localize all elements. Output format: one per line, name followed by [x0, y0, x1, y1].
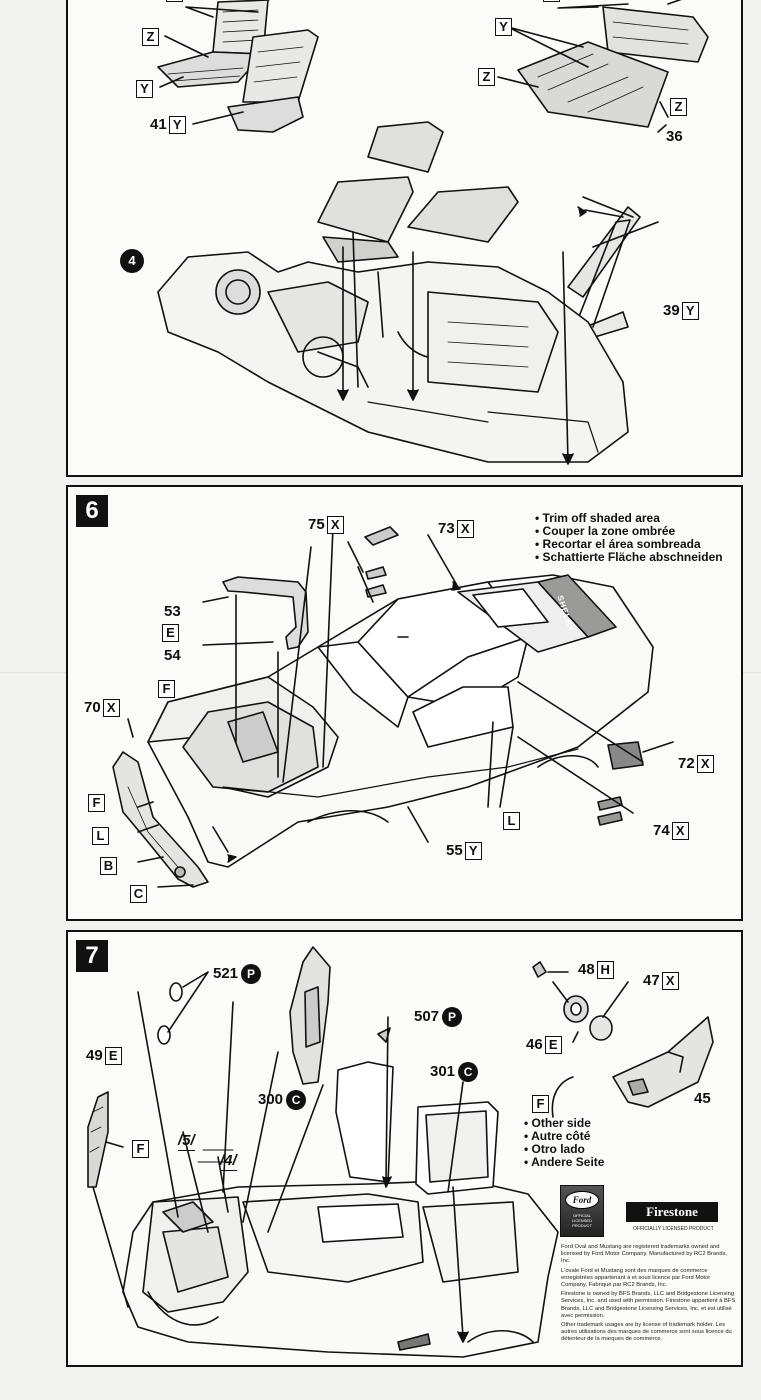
step-6-panel: 6	[66, 485, 743, 921]
step6-code-f-top: F	[156, 680, 175, 698]
step-7-number: 7	[76, 940, 108, 972]
legal-text: Ford Oval and Mustang are registered tra…	[561, 1244, 736, 1343]
other-side-note: • Other side • Autre côté • Otro lado • …	[524, 1116, 605, 1169]
step6-code-e: E	[160, 624, 179, 642]
step7-code-f-left: F	[130, 1140, 149, 1158]
step-5-panel: L 40 Z Y 41Y L 37 Y Z Z 36 39Y 4	[66, 0, 743, 477]
firestone-caption: OFFICIALLY LICENSED PRODUCT	[633, 1226, 714, 1232]
step6-code-c: C	[128, 885, 147, 903]
step-7-illustration	[87, 946, 714, 1358]
step5-code-l: L	[164, 0, 183, 2]
step6-code-l: L	[90, 827, 109, 845]
step-7-panel: 7	[66, 930, 743, 1367]
ford-logo: Ford OFFICIAL LICENSED PRODUCT	[560, 1185, 604, 1237]
firestone-logo: Firestone	[626, 1202, 718, 1222]
step5-code-z: Z	[140, 28, 159, 46]
step5-code-z-lower: Z	[668, 98, 687, 116]
step7-part-45: 45	[694, 1090, 711, 1107]
step5-code-y-right: Y	[493, 18, 512, 36]
step5-code-l-right: L	[541, 0, 560, 2]
step-6-illustration	[112, 526, 674, 888]
step6-code-f: F	[86, 794, 105, 812]
step5-part-40: 40	[293, 0, 310, 2]
ford-caption: OFFICIAL LICENSED PRODUCT	[571, 1213, 592, 1228]
ford-oval: Ford	[565, 1191, 599, 1209]
trim-note: • Trim off shaded area • Couper la zone …	[535, 511, 723, 564]
step6-part-53: 53	[164, 603, 181, 620]
step5-subassembly-badge: 4	[120, 249, 144, 273]
step5-code-z-right: Z	[476, 68, 495, 86]
step5-part-37: 37	[688, 0, 705, 4]
step-6-number: 6	[76, 495, 108, 527]
decal-4: /4/	[220, 1152, 237, 1171]
step6-part-54: 54	[164, 647, 181, 664]
step5-part-36: 36	[666, 128, 683, 145]
step5-code-y: Y	[134, 80, 153, 98]
step-5-illustration	[157, 0, 709, 465]
step7-code-f-right: F	[530, 1095, 549, 1113]
decal-5: /5/	[178, 1132, 195, 1151]
step6-code-l-right: L	[501, 812, 520, 830]
step6-code-b: B	[98, 857, 117, 875]
